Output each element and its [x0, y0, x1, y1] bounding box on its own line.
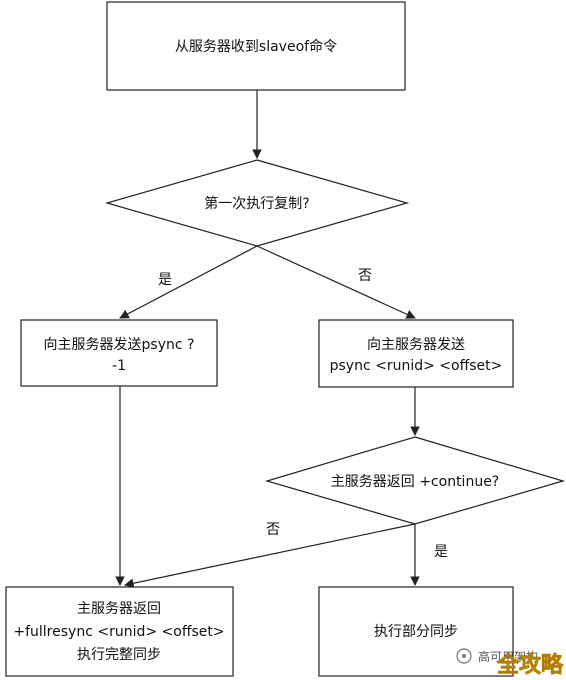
- watermark-logo-dot-icon: [462, 654, 466, 658]
- watermark-brand: 全攻略: [496, 652, 564, 678]
- process-box: [318, 319, 514, 388]
- node-send-psync-partial-line-2: psync <runid> <offset>: [330, 358, 503, 374]
- node-start-label: 从服务器收到slaveof命令: [175, 38, 337, 55]
- node-continue-decision: 主服务器返回 +continue?: [264, 436, 566, 525]
- node-continue-label: 主服务器返回 +continue?: [331, 474, 500, 490]
- node-send-psync-full-line-2: -1: [112, 358, 126, 374]
- node-send-psync-partial-line-1: 向主服务器发送: [367, 337, 465, 353]
- edge-label-continue-no: 否: [266, 522, 280, 538]
- process-box: [5, 586, 234, 677]
- decision-diamond: [264, 436, 566, 525]
- node-start: 从服务器收到slaveof命令: [106, 1, 406, 91]
- node-fullresync-line-3: 执行完整同步: [77, 647, 161, 663]
- node-fullresync-line-1: 主服务器返回: [77, 601, 161, 617]
- watermark-logo-icon: [456, 648, 472, 664]
- node-send-psync-partial: 向主服务器发送 psync <runid> <offset>: [318, 319, 514, 388]
- process-box: [20, 319, 218, 387]
- node-send-psync-full-line-1: 向主服务器发送psync ?: [44, 337, 195, 353]
- watermark: 高可用架构 全攻略: [456, 648, 564, 678]
- edge-decision-no: [256, 245, 416, 319]
- node-send-psync-full: 向主服务器发送psync ? -1: [20, 319, 218, 387]
- process-box: [106, 1, 406, 91]
- node-first-sync-decision: 第一次执行复制?: [104, 159, 410, 247]
- edge-label-continue-yes: 是: [434, 544, 448, 560]
- edge-continue-no: [124, 523, 416, 588]
- edge-label-first-no: 否: [358, 268, 372, 284]
- node-partial-sync: 执行部分同步: [318, 586, 514, 677]
- node-fullresync-line-2: +fullresync <runid> <offset>: [13, 624, 224, 640]
- node-fullresync: 主服务器返回 +fullresync <runid> <offset> 执行完整…: [5, 586, 234, 677]
- node-partial-sync-label: 执行部分同步: [374, 624, 458, 640]
- node-first-sync-label: 第一次执行复制?: [204, 195, 309, 212]
- process-box: [318, 586, 514, 677]
- edges: [115, 90, 420, 588]
- edge-label-first-yes: 是: [158, 272, 172, 288]
- edge-decision-yes: [119, 245, 258, 319]
- decision-diamond: [104, 159, 410, 247]
- watermark-text: 高可用架构: [478, 649, 538, 664]
